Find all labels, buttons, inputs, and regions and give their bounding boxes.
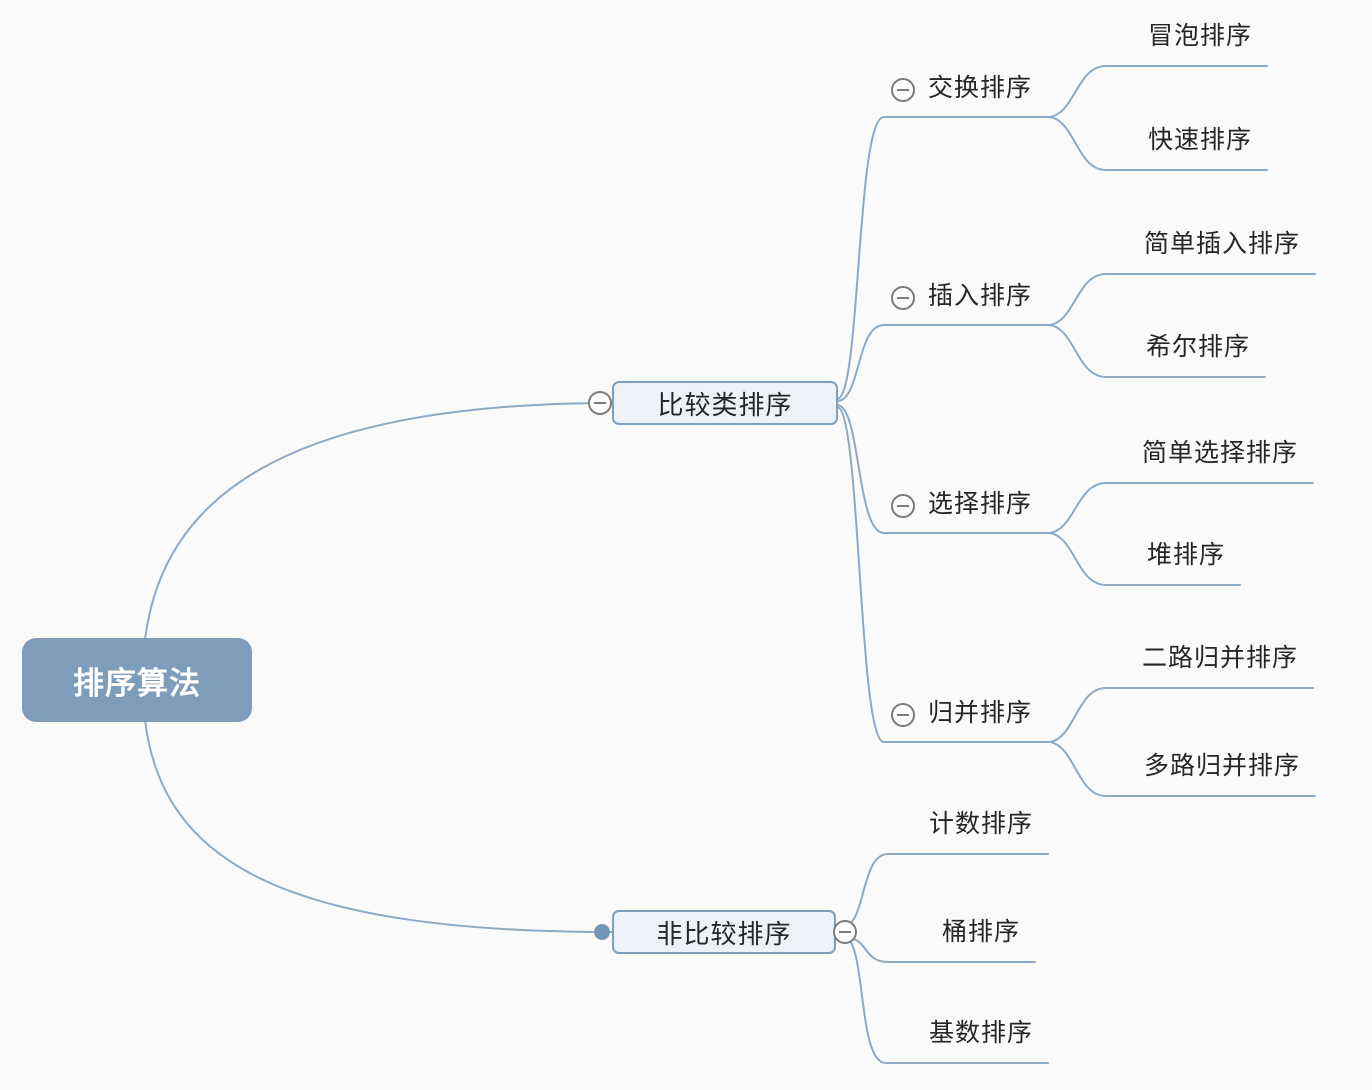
minus-glyph: [594, 402, 606, 404]
leaf-connector-line: [1049, 116, 1268, 171]
node-quick-sort[interactable]: 快速排序: [1147, 125, 1252, 154]
branch-connector-line: [846, 937, 1049, 1064]
branch-connector-line: [846, 853, 1049, 927]
minus-glyph: [897, 297, 909, 299]
node-multi-way-merge-sort[interactable]: 多路归并排序: [1143, 751, 1300, 780]
node-shell-sort[interactable]: 希尔排序: [1145, 332, 1250, 361]
branch-connector-line: [836, 406, 1051, 743]
root-node-sorting-algorithms[interactable]: 排序算法: [22, 638, 252, 722]
root-branch-connector-line: [144, 719, 613, 933]
node-heap-sort[interactable]: 堆排序: [1146, 540, 1225, 569]
collapse-minus-icon[interactable]: [891, 78, 915, 102]
collapse-minus-icon[interactable]: [891, 286, 915, 310]
connection-dot-icon: [594, 924, 610, 940]
collapse-minus-icon[interactable]: [833, 920, 857, 944]
root-branch-connector-line: [144, 402, 615, 641]
node-bucket-sort[interactable]: 桶排序: [941, 917, 1020, 946]
minus-glyph: [897, 89, 909, 91]
collapse-minus-icon[interactable]: [891, 703, 915, 727]
node-bubble-sort[interactable]: 冒泡排序: [1147, 21, 1252, 50]
branch-connector-line: [836, 404, 1051, 534]
node-counting-sort[interactable]: 计数排序: [928, 809, 1033, 838]
leaf-connector-line: [1049, 65, 1268, 118]
leaf-connector-line: [1049, 482, 1314, 534]
minus-glyph: [839, 931, 851, 933]
collapse-minus-icon[interactable]: [588, 391, 612, 415]
leaf-connector-line: [1049, 741, 1316, 797]
node-simple-insertion-sort[interactable]: 简单插入排序: [1143, 229, 1300, 258]
node-selection-sort[interactable]: 选择排序: [928, 489, 1033, 518]
leaf-connector-line: [1049, 324, 1266, 378]
leaf-connector-line: [1049, 532, 1241, 586]
node-two-way-merge-sort[interactable]: 二路归并排序: [1141, 643, 1298, 672]
node-merge-sort[interactable]: 归并排序: [928, 698, 1033, 727]
node-simple-selection-sort[interactable]: 简单选择排序: [1141, 438, 1298, 467]
branch-connector-line: [836, 324, 1051, 402]
minus-glyph: [897, 714, 909, 716]
leaf-connector-line: [1049, 687, 1314, 743]
node-insertion-sort[interactable]: 插入排序: [928, 281, 1033, 310]
node-radix-sort[interactable]: 基数排序: [928, 1018, 1033, 1047]
branch-connector-line: [848, 937, 1036, 963]
collapse-minus-icon[interactable]: [891, 494, 915, 518]
node-exchange-sort[interactable]: 交换排序: [928, 73, 1033, 102]
minus-glyph: [897, 505, 909, 507]
leaf-connector-line: [1049, 273, 1316, 326]
branch-connector-line: [836, 116, 1051, 400]
node-non-comparison-sort[interactable]: 非比较排序: [612, 910, 836, 954]
node-comparison-sort[interactable]: 比较类排序: [612, 381, 838, 425]
